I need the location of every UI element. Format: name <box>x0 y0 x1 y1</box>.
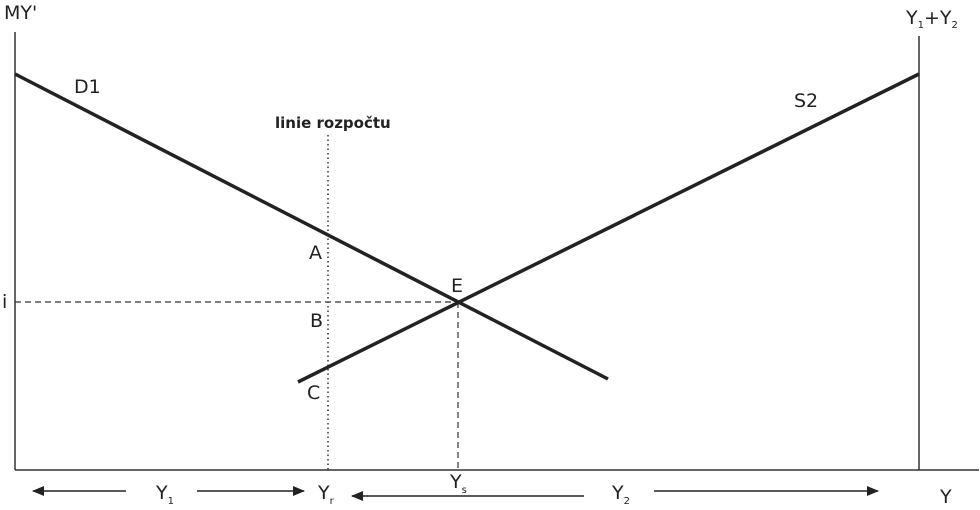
demand-curve-label: D1 <box>74 76 101 98</box>
y2-label: Y2 <box>611 482 630 507</box>
point-a-label: A <box>309 242 322 264</box>
y1-label: Y1 <box>155 482 174 507</box>
demand-curve <box>14 72 609 381</box>
point-c-label: C <box>307 382 320 404</box>
supply-curve <box>297 72 920 384</box>
x-axis-label: Y <box>939 486 952 508</box>
right-axis-label: Y1+Y2 <box>905 7 958 31</box>
ys-label: Ys <box>449 471 467 496</box>
price-level-label: i <box>2 291 7 313</box>
point-b-label: B <box>310 310 323 332</box>
supply-curve-label: S2 <box>794 90 818 112</box>
point-e-label: E <box>451 275 463 297</box>
yr-label: Yr <box>317 482 335 507</box>
y-axis-label: MY' <box>4 2 37 24</box>
budget-line-label: linie rozpočtu <box>275 114 391 132</box>
